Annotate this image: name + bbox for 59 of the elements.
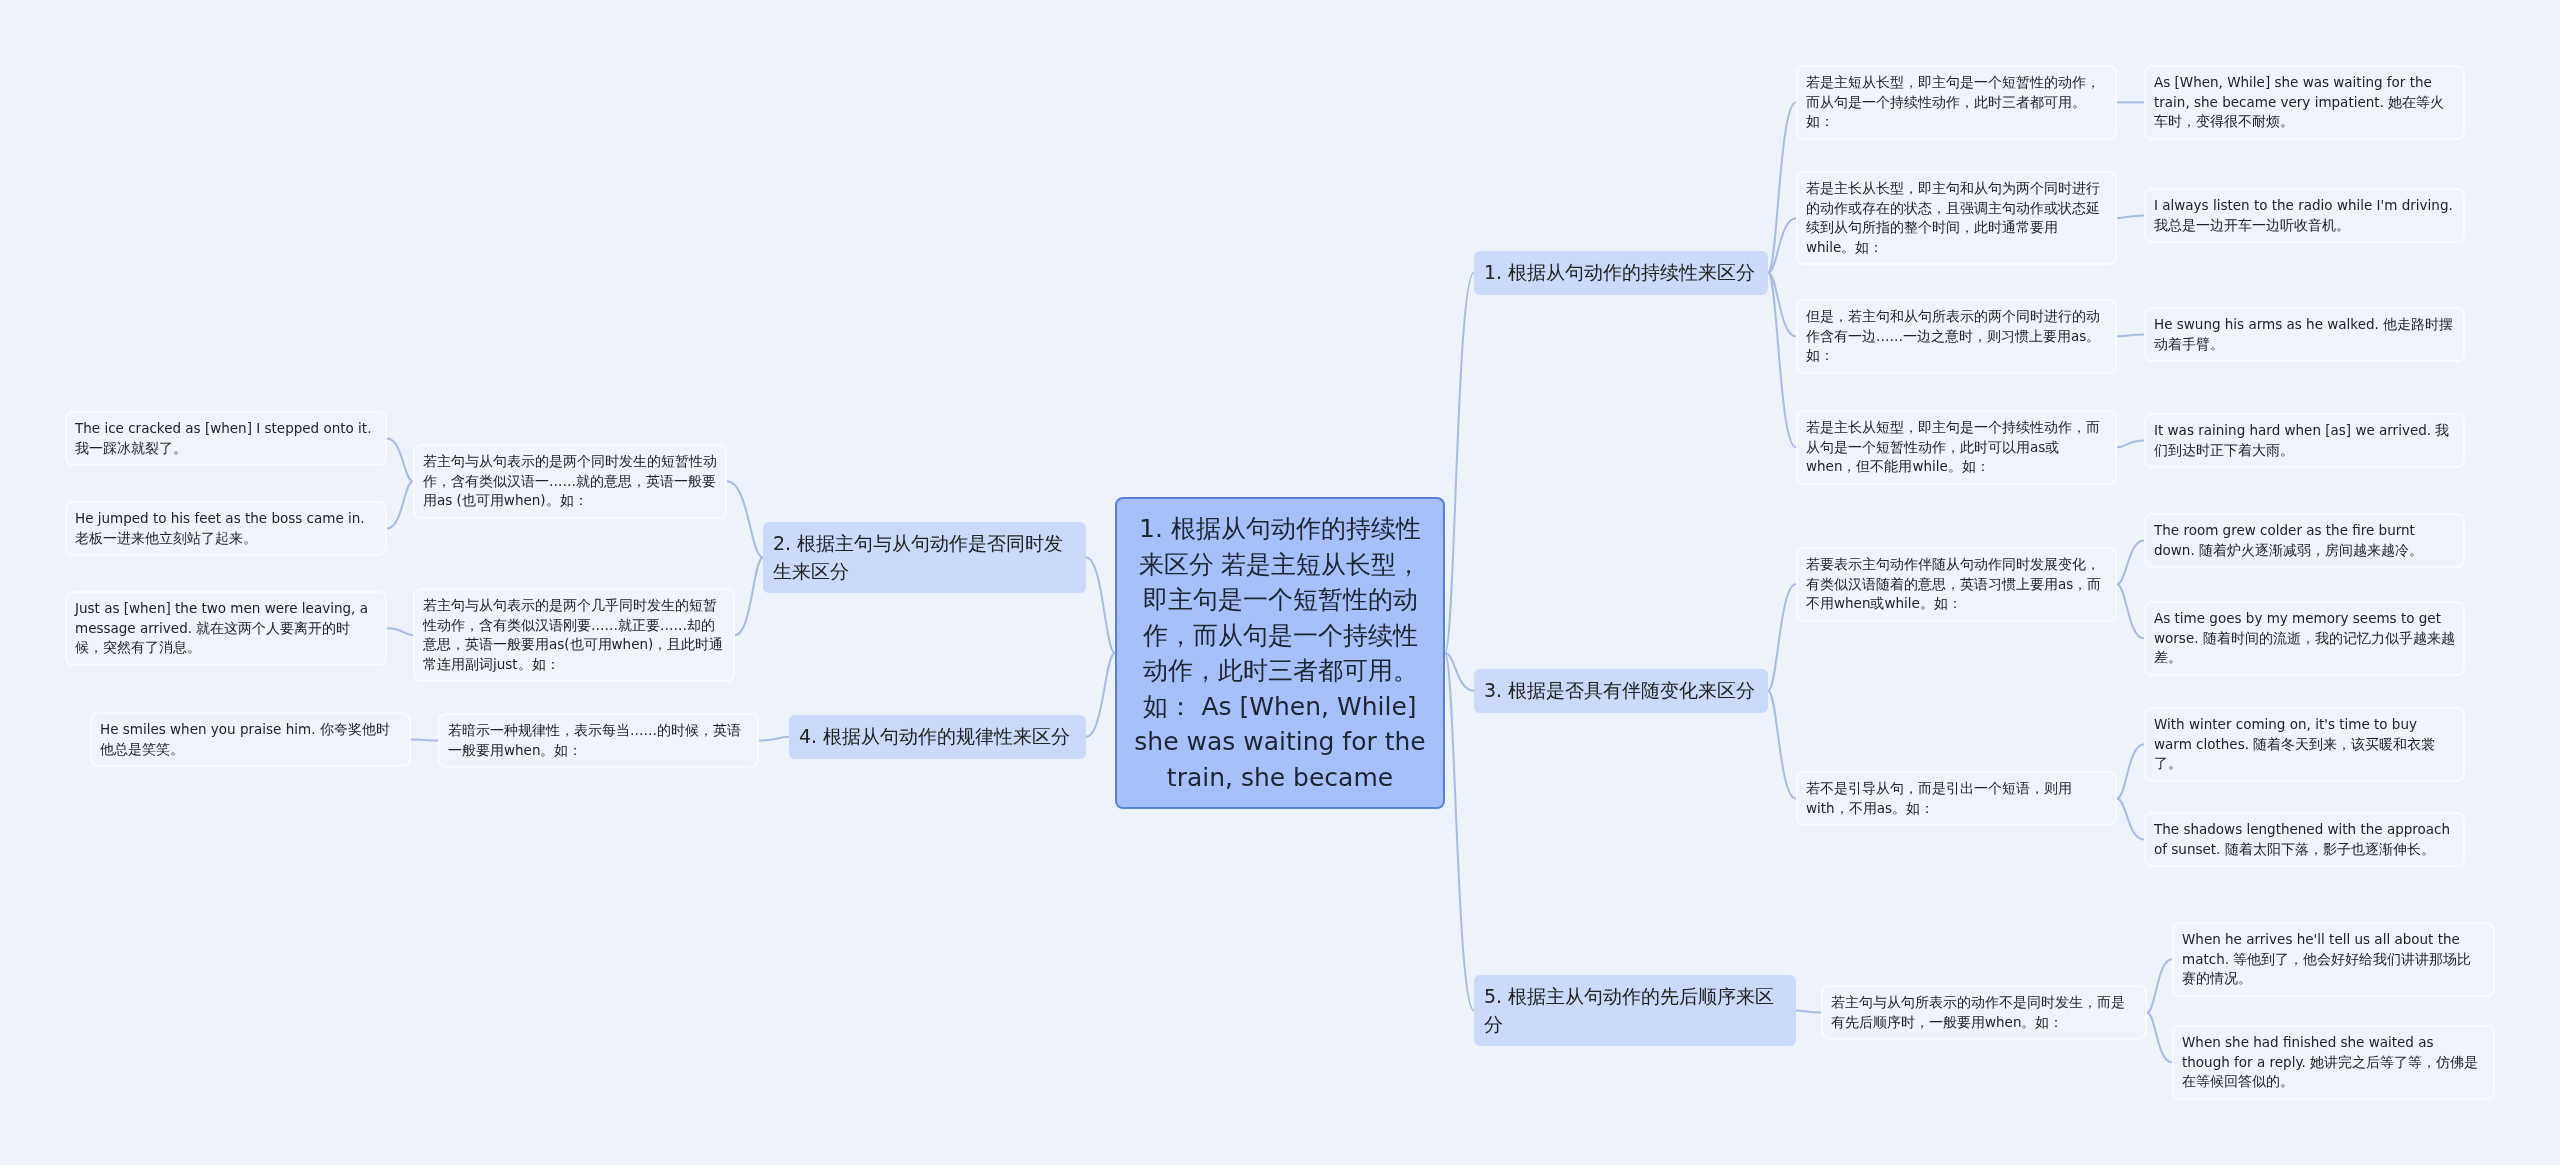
connector-line	[1795, 1009, 1822, 1014]
connector-line	[2116, 583, 2145, 640]
branch-topic-box: 1. 根据从句动作的持续性来区分	[1474, 251, 1768, 295]
subtopic-box: It was raining hard when [as] we arrived. 我们到达时正下着大雨。	[2144, 413, 2465, 469]
subtopic-box: Just as [when] the two men were leaving, a message arrived. 就在这两个人要离开的时候，突然有了消息。	[65, 591, 387, 666]
subtopic-box: 若主句与从句表示的是两个同时发生的短暂性动作，含有类似汉语一……就的意思，英语一般要用as (也可用when)。如：	[413, 444, 727, 519]
connector-line	[1767, 271, 1797, 338]
connector-line	[386, 627, 414, 637]
connector-line	[2116, 101, 2145, 104]
connector-line	[1767, 217, 1797, 274]
subtopic-box: 若是主长从短型，即主句是一个持续性动作，而从句是一个短暂性动作，此时可以用as或when，但不能用while。如：	[1796, 410, 2117, 485]
subtopic-box: He jumped to his feet as the boss came in. 老板一进来他立刻站了起来。	[65, 501, 387, 557]
subtopic-box: 若主句与从句表示的是两个几乎同时发生的短暂性动作，含有类似汉语刚要……就正要……却的意思，英语一般要用as(也可用when)，且此时通常连用副词just。如：	[413, 588, 735, 683]
subtopic-box: When she had finished she waited as though for a reply. 她讲完之后等了等，仿佛是在等候回答似的。	[2172, 1025, 2495, 1100]
connector-line	[1767, 689, 1797, 800]
connector-line	[2116, 539, 2145, 586]
connector-line	[2116, 214, 2145, 220]
connector-line	[386, 480, 414, 530]
subtopic-box: I always listen to the radio while I'm driving. 我总是一边开车一边听收音机。	[2144, 188, 2465, 244]
central-topic-box: 1. 根据从句动作的持续性来区分 若是主短从长型，即主句是一个短暂性的动作，而从句是一个持续性动作，此时三者都可用。如： As [When, While] she was waiting for the train, she became	[1115, 497, 1445, 809]
connector-line	[2116, 797, 2145, 841]
connector-line	[726, 480, 764, 559]
connector-line	[1767, 101, 1797, 274]
branch-topic-box: 5. 根据主从句动作的先后顺序来区分	[1474, 975, 1796, 1047]
connector-line	[1444, 652, 1475, 1012]
subtopic-box: 若暗示一种规律性，表示每当……的时候，英语一般要用when。如：	[438, 713, 759, 769]
subtopic-box: 若是主短从长型，即主句是一个短暂性的动作，而从句是一个持续性动作，此时三者都可用。如：	[1796, 65, 2117, 140]
subtopic-box: With winter coming on, it's time to buy warm clothes. 随着冬天到来，该买暖和衣裳了。	[2144, 707, 2465, 782]
connector-line	[734, 556, 764, 637]
subtopic-box: When he arrives he'll tell us all about the match. 等他到了，他会好好给我们讲讲那场比赛的情况。	[2172, 922, 2495, 997]
subtopic-box: 若是主长从长型，即主句和从句为两个同时进行的动作或存在的状态，且强调主句动作或状态延续到从句所指的整个时间，此时通常要用while。如：	[1796, 171, 2117, 266]
connector-line	[2116, 439, 2145, 449]
subtopic-box: 若主句与从句所表示的动作不是同时发生，而是有先后顺序时，一般要用when。如：	[1821, 985, 2147, 1041]
branch-topic-box: 2. 根据主句与从句动作是否同时发生来区分	[763, 522, 1086, 594]
subtopic-box: As time goes by my memory seems to get worse. 随着时间的流逝，我的记忆力似乎越来越差。	[2144, 601, 2465, 676]
connector-line	[1085, 556, 1116, 654]
connector-line	[1767, 583, 1797, 692]
connector-line	[2146, 958, 2173, 1014]
connector-line	[2116, 743, 2145, 800]
connector-line	[2146, 1011, 2173, 1064]
connector-line	[1085, 652, 1116, 738]
connector-line	[758, 735, 790, 742]
branch-topic-box: 4. 根据从句动作的规律性来区分	[789, 715, 1086, 759]
subtopic-box: 若不是引导从句，而是引出一个短语，则用with，不用as。如：	[1796, 771, 2117, 827]
subtopic-box: The shadows lengthened with the approach of sunset. 随着太阳下落，影子也逐渐伸长。	[2144, 812, 2465, 868]
subtopic-box: He swung his arms as he walked. 他走路时摆动着手臂。	[2144, 307, 2465, 363]
subtopic-box: As [When, While] she was waiting for the train, she became very impatient. 她在等火车时，变得很不耐烦。	[2144, 65, 2465, 140]
subtopic-box: The room grew colder as the fire burnt down. 随着炉火逐渐减弱，房间越来越冷。	[2144, 513, 2465, 569]
connector-line	[2116, 333, 2145, 338]
subtopic-box: 但是，若主句和从句所表示的两个同时进行的动作含有一边……一边之意时，则习惯上要用as。如：	[1796, 299, 2117, 374]
subtopic-box: 若要表示主句动作伴随从句动作同时发展变化，有类似汉语随着的意思，英语习惯上要用as，而不用when或while。如：	[1796, 547, 2117, 622]
connector-line	[1444, 271, 1475, 654]
connector-line	[386, 437, 414, 483]
subtopic-box: He smiles when you praise him. 你夸奖他时他总是笑笑。	[90, 712, 411, 768]
subtopic-box: The ice cracked as [when] I stepped onto it. 我一踩冰就裂了。	[65, 411, 387, 467]
branch-topic-box: 3. 根据是否具有伴随变化来区分	[1474, 669, 1768, 713]
connector-line	[1444, 652, 1475, 692]
connector-line	[1767, 271, 1797, 449]
connector-line	[410, 738, 439, 742]
